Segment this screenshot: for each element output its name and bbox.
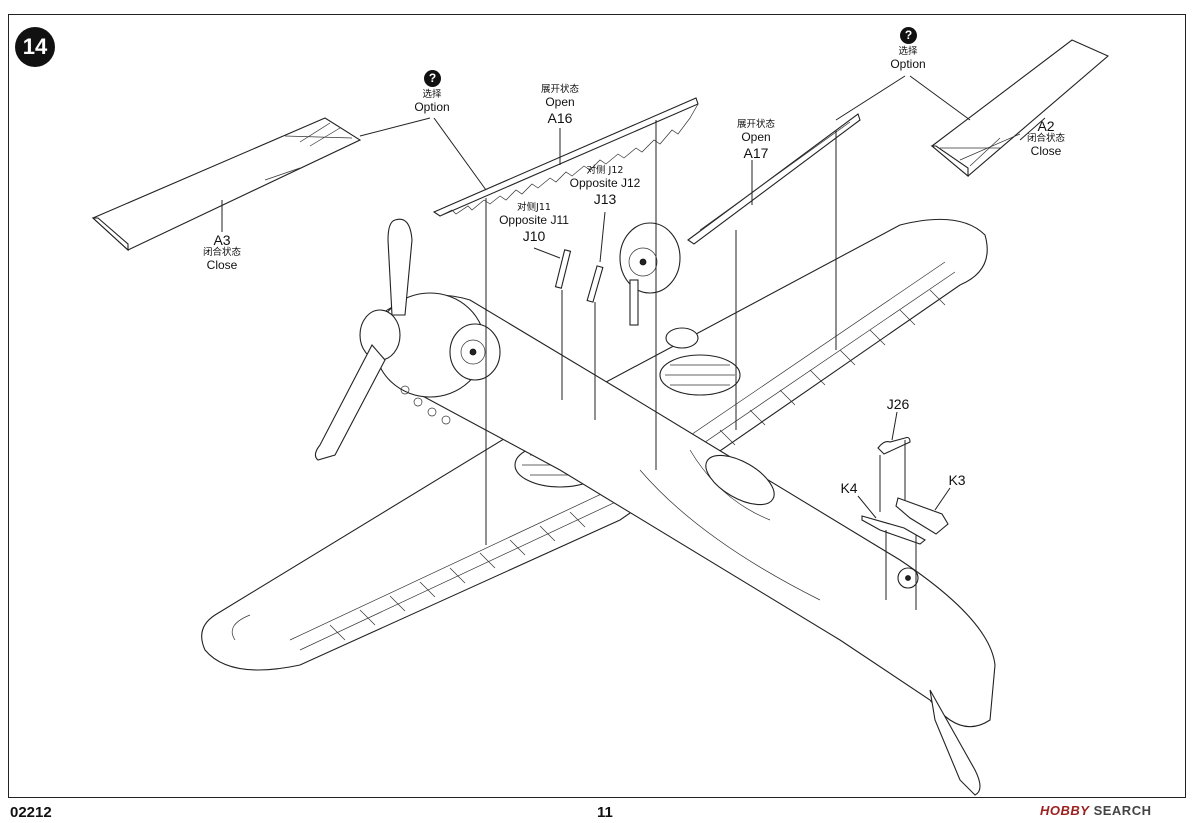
j26-part-number: J26 xyxy=(886,396,910,412)
option-right-en: Option xyxy=(890,56,926,71)
a17-cn: 展开状态 xyxy=(736,119,775,130)
flap-a16 xyxy=(432,97,699,217)
step-number-badge: 14 xyxy=(15,27,55,67)
strut-j10 xyxy=(554,249,572,289)
leader-lines xyxy=(221,75,1046,610)
j10-callout: 对侧J11 Opposite J11 J10 xyxy=(494,202,574,244)
watermark: HOBBY SEARCH xyxy=(1040,803,1151,818)
a16-cn: 展开状态 xyxy=(540,84,579,95)
a2-part-number: A2 xyxy=(1037,118,1055,134)
j13-cn: 对侧 J12 xyxy=(586,165,624,176)
watermark-logo: HOBBY xyxy=(1040,803,1090,818)
a17-part-number: A17 xyxy=(743,144,769,161)
option-left-en: Option xyxy=(414,99,450,114)
a2-cn: 闭合状态 xyxy=(1026,133,1065,145)
a17-en: Open xyxy=(741,129,771,144)
j10-part-number: J10 xyxy=(522,227,546,244)
question-mark-icon: ? xyxy=(424,70,441,87)
landing-gear xyxy=(619,222,699,349)
a3-part-number: A3 xyxy=(213,232,231,248)
a3-callout: A3 闭合状态 Close xyxy=(192,232,252,273)
question-mark-icon: ? xyxy=(900,27,917,44)
j13-part-number: J13 xyxy=(593,190,617,207)
j10-en: Opposite J11 xyxy=(499,212,569,227)
a2-callout: A2 闭合状态 Close xyxy=(1016,118,1076,159)
aircraft-fuselage xyxy=(378,294,996,796)
engine-and-propeller xyxy=(314,218,501,461)
j10-cn: 对侧J11 xyxy=(517,202,551,213)
a17-callout: 展开状态 Open A17 xyxy=(722,119,790,161)
page-number: 11 xyxy=(597,804,613,821)
page-frame xyxy=(8,14,1186,798)
flap-a17 xyxy=(687,113,861,245)
a16-callout: 展开状态 Open A16 xyxy=(526,84,594,126)
flap-a2 xyxy=(930,39,1110,178)
j13-en: Opposite J12 xyxy=(569,175,641,190)
option-left-callout: 选择 Option xyxy=(402,89,462,115)
a16-en: Open xyxy=(545,94,575,109)
tail-wheel-parts xyxy=(861,436,949,589)
strut-j13 xyxy=(586,265,604,303)
a3-en: Close xyxy=(206,258,238,273)
option-right-cn: 选择 xyxy=(898,46,918,57)
flap-a3 xyxy=(91,117,362,252)
a3-cn: 闭合状态 xyxy=(202,247,241,259)
product-code: 02212 xyxy=(10,804,52,821)
watermark-text: SEARCH xyxy=(1093,803,1152,818)
j13-callout: 对侧 J12 Opposite J12 J13 xyxy=(565,165,645,207)
a16-part-number: A16 xyxy=(547,109,573,126)
option-right-callout: 选择 Option xyxy=(878,46,938,72)
k3-part-number: K3 xyxy=(948,472,966,488)
k4-part-number: K4 xyxy=(840,480,858,496)
option-left-cn: 选择 xyxy=(422,89,442,100)
a2-en: Close xyxy=(1030,144,1062,159)
